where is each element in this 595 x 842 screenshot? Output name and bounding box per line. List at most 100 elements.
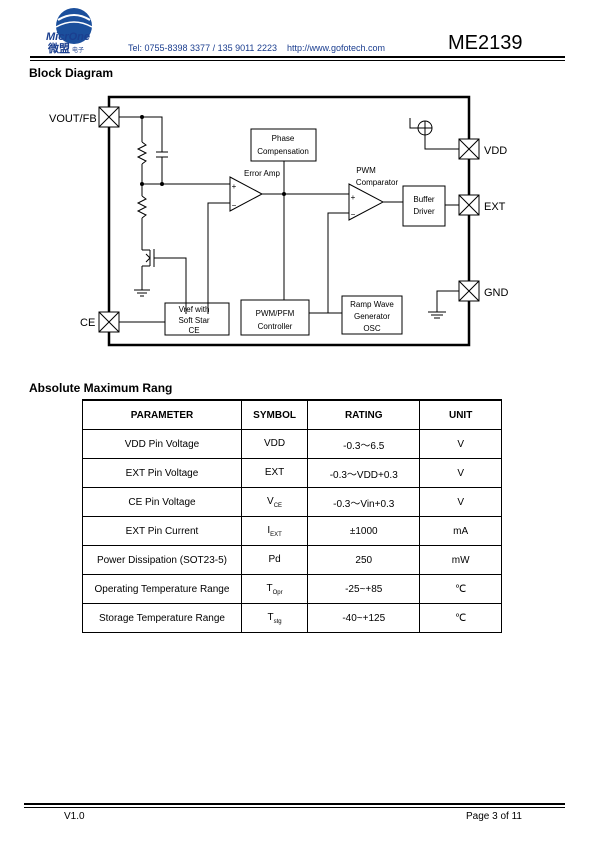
error-amp-plus: + xyxy=(232,182,237,191)
comparator-minus: − xyxy=(351,210,356,219)
table-row: EXT Pin Voltage EXT -0.3～VDD+0.3 V xyxy=(82,458,502,488)
ground-symbol-left xyxy=(134,289,150,297)
footer-rule-thin xyxy=(24,807,565,808)
symbol-sub: EXT xyxy=(270,531,282,538)
vref-label-1: Vref with xyxy=(179,305,210,314)
cell-rating: 250 xyxy=(307,545,421,575)
mosfet-switch xyxy=(141,249,151,290)
cell-parameter: VDD Pin Voltage xyxy=(82,429,242,459)
header-rule-thin xyxy=(30,60,565,61)
cell-symbol: IEXT xyxy=(240,516,309,546)
fb-wire-top xyxy=(119,116,163,152)
symbol-main: I xyxy=(267,524,271,536)
cell-unit: mA xyxy=(419,516,502,546)
resistor-bottom xyxy=(136,195,148,219)
version-label: V1.0 xyxy=(64,811,85,822)
symbol-sub: CE xyxy=(273,502,283,509)
pin-label-ce: CE xyxy=(80,317,95,329)
header-symbol: SYMBOL xyxy=(240,399,309,430)
comparator-plus: + xyxy=(351,193,356,202)
table-row: EXT Pin Current IEXT ±1000 mA xyxy=(82,516,502,546)
cell-rating: ±1000 xyxy=(307,516,421,546)
table-header-row: PARAMETER SYMBOL RATING UNIT xyxy=(82,399,502,430)
pin-ce-box xyxy=(98,311,120,333)
table-row: CE Pin Voltage VCE -0.3～Vin+0.3 V xyxy=(82,487,502,517)
header-parameter: PARAMETER xyxy=(82,399,242,430)
cell-parameter: Operating Temperature Range xyxy=(82,574,242,604)
pwm-comparator-label-2: Comparator xyxy=(356,178,399,187)
page-number: Page 3 of 11 xyxy=(466,811,522,822)
symbol-main: Pd xyxy=(268,553,281,565)
symbol-sub: Opr xyxy=(272,589,283,596)
header-rule xyxy=(30,56,565,58)
cell-symbol: Tstg xyxy=(240,603,309,633)
ratings-table: PARAMETER SYMBOL RATING UNIT VDD Pin Vol… xyxy=(82,399,502,633)
symbol-main: VDD xyxy=(264,437,286,449)
cell-rating: -0.3～Vin+0.3 xyxy=(307,487,421,517)
cell-unit: ℃ xyxy=(419,574,502,604)
cell-symbol: EXT xyxy=(240,458,309,488)
pin-label-vout-fb: VOUT/FB xyxy=(49,113,97,125)
table-row: Power Dissipation (SOT23-5) Pd 250 mW xyxy=(82,545,502,575)
company-logo: MicrOne 微盟 电子 xyxy=(46,8,93,54)
cell-symbol: Pd xyxy=(240,545,309,575)
cell-parameter: Power Dissipation (SOT23-5) xyxy=(82,545,242,575)
symbol-main: T xyxy=(267,611,274,623)
symbol-main: T xyxy=(266,582,273,594)
tel-text: Tel: 0755-8398 3377 / 135 9011 2223 xyxy=(128,43,277,53)
symbol-main: V xyxy=(267,495,274,507)
cell-symbol: TOpr xyxy=(240,574,309,604)
cell-rating: -0.3～6.5 xyxy=(307,429,421,459)
pwm-pfm-label-2: Controller xyxy=(258,322,293,331)
logo-text: MicrOne xyxy=(46,31,90,43)
cell-symbol: VCE xyxy=(240,487,309,517)
logo-cn: 微盟 xyxy=(47,41,70,54)
ramp-label-1: Ramp Wave xyxy=(350,300,394,309)
vref-block xyxy=(164,302,230,336)
cell-parameter: Storage Temperature Range xyxy=(82,603,242,633)
cell-unit: ℃ xyxy=(419,603,502,633)
ramp-label-2: Generator xyxy=(354,312,390,321)
pin-vout-fb-box xyxy=(98,106,120,128)
pin-vdd-box xyxy=(458,138,480,160)
pin-label-ext: EXT xyxy=(484,201,506,213)
cell-symbol: VDD xyxy=(240,429,309,459)
pwm-pfm-controller-block xyxy=(240,299,310,336)
block-diagram-title: Block Diagram xyxy=(29,66,114,80)
part-number: ME2139 xyxy=(448,32,523,54)
gnd-wire xyxy=(436,290,459,312)
feedback-capacitor xyxy=(156,151,168,158)
pwm-pfm-label-1: PWM/PFM xyxy=(256,309,295,318)
vref-label-2: Soft Star xyxy=(178,316,209,325)
cell-unit: mW xyxy=(419,545,502,575)
pin-ext-box xyxy=(458,194,480,216)
website-link[interactable]: http://www.gofotech.com xyxy=(286,43,386,53)
ic-boundary xyxy=(107,95,471,347)
table-row: Storage Temperature Range Tstg -40~+125 … xyxy=(82,603,502,633)
phase-comp-label-1: Phase xyxy=(272,134,295,143)
block-diagram: VOUT/FB CE VDD EXT GND Phase Compensatio… xyxy=(49,95,509,347)
ramp-label-3: OSC xyxy=(363,324,381,333)
pwm-comparator-label-1: PWM xyxy=(356,166,376,175)
buffer-label-1: Buffer xyxy=(413,195,435,204)
symbol-sub: stg xyxy=(273,618,282,625)
pin-label-gnd: GND xyxy=(484,287,509,299)
cell-rating: -0.3～VDD+0.3 xyxy=(307,458,421,488)
cell-parameter: CE Pin Voltage xyxy=(82,487,242,517)
footer-rule xyxy=(24,803,565,805)
symbol-main: EXT xyxy=(264,466,285,478)
table-row: Operating Temperature Range TOpr -25~+85… xyxy=(82,574,502,604)
cell-rating: -40~+125 xyxy=(307,603,421,633)
header-rating: RATING xyxy=(307,399,421,430)
error-amp-minus: − xyxy=(232,201,237,210)
ground-symbol-right xyxy=(428,311,446,319)
vref-label-3: CE xyxy=(188,326,199,335)
pin-label-vdd: VDD xyxy=(484,145,507,157)
cell-unit: V xyxy=(419,429,502,459)
cell-unit: V xyxy=(419,458,502,488)
error-amp-label: Error Amp xyxy=(244,169,281,178)
error-amp xyxy=(229,176,264,212)
contact-line: Tel: 0755-8398 3377 / 135 9011 2223 http:… xyxy=(128,43,385,53)
cell-parameter: EXT Pin Voltage xyxy=(82,458,242,488)
header-unit: UNIT xyxy=(419,399,502,430)
